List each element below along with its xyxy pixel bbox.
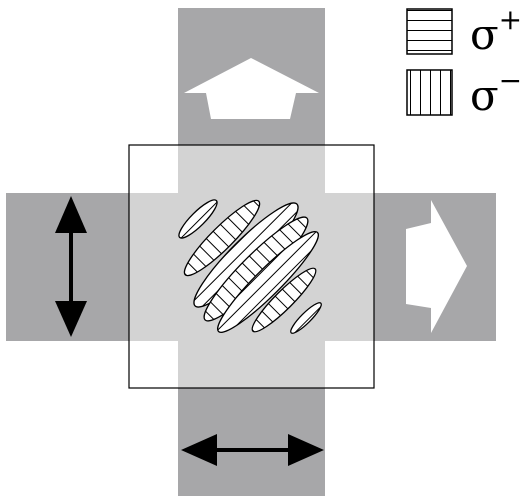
sample-outline	[128, 144, 375, 389]
legend-item-sigma-plus: σ+	[406, 3, 522, 59]
horizontal-double-arrow-icon	[181, 434, 324, 466]
legend: σ+ σ−	[406, 3, 522, 120]
corner-br	[325, 341, 374, 388]
corner-bl	[129, 341, 178, 388]
legend-swatch-horizontal	[406, 8, 453, 55]
legend-item-sigma-minus: σ−	[406, 64, 522, 120]
corner-tl	[129, 145, 178, 193]
stripe-6	[251, 267, 317, 333]
up-arrow-icon	[184, 58, 319, 119]
interference-pattern	[178, 199, 322, 334]
stripe-1	[178, 199, 218, 239]
legend-symbol-plus: σ+	[470, 3, 522, 59]
corner-tr	[325, 145, 374, 193]
right-arrow-icon	[406, 200, 467, 333]
stripe-5	[217, 231, 319, 333]
legend-symbol-minus: σ−	[470, 64, 522, 120]
legend-swatch-vertical	[406, 69, 453, 116]
vertical-double-arrow-icon	[55, 196, 87, 337]
stripe-7	[290, 302, 322, 334]
stripe-2	[183, 199, 261, 277]
